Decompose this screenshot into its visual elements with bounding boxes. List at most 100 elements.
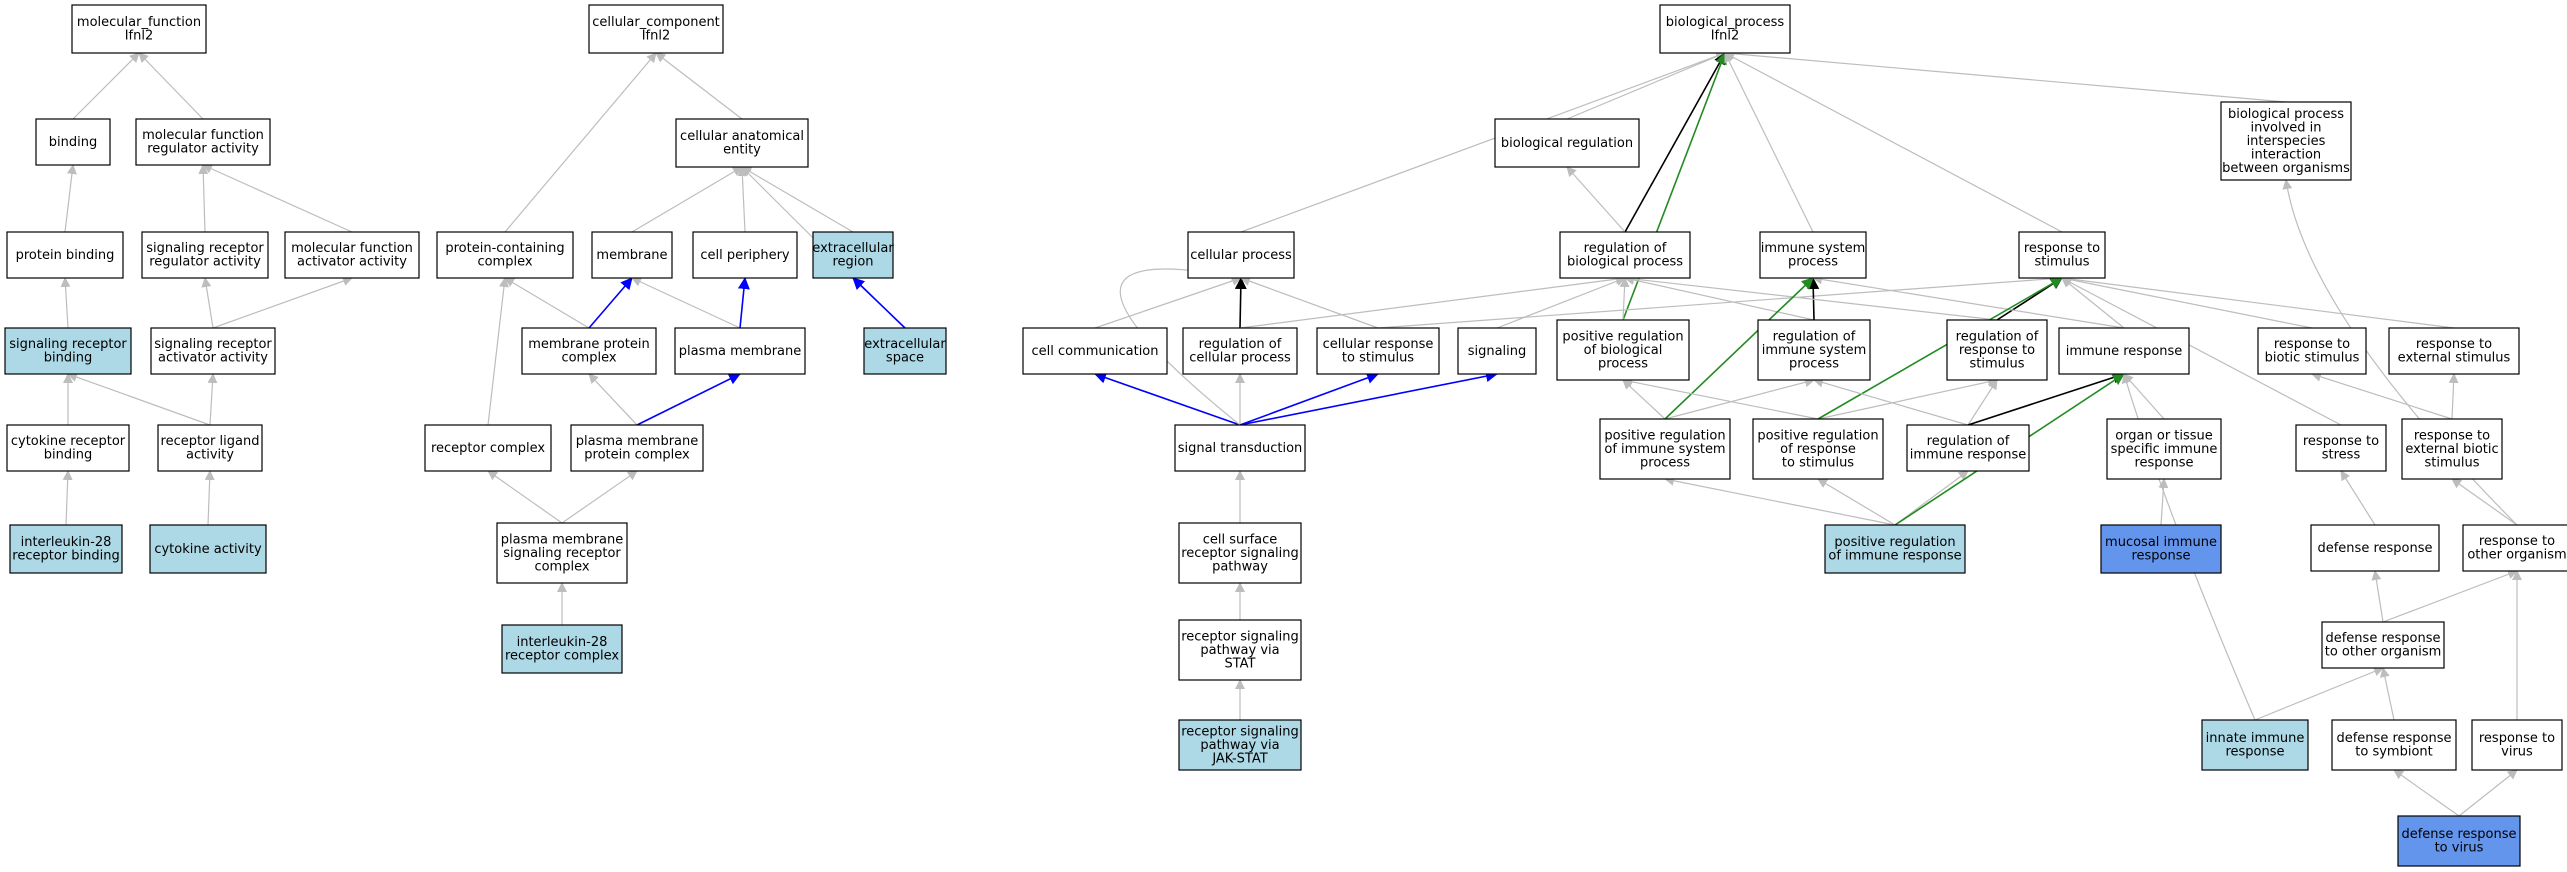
go-node-binding[interactable]: binding [35,118,111,166]
go-node-cellper[interactable]: cell periphery [692,231,798,279]
node-label-line: immune response [2066,344,2183,359]
node-box [2100,524,2222,574]
node-box [2321,621,2445,669]
node-box [2397,815,2521,867]
node-label-line: cell periphery [700,248,790,263]
node-box [157,424,263,472]
node-label-line: JAK-STAT [1211,751,1267,766]
go-node-rc[interactable]: receptor complex [424,424,552,472]
go-node-cellproc[interactable]: cellular process [1187,231,1295,279]
node-label-line: cellular response [1323,337,1434,352]
node-label-line: region [832,255,873,270]
node-label-line: stimulus [2424,455,2479,470]
go-node-bioreg[interactable]: biological regulation [1494,118,1640,168]
go-node-pm[interactable]: plasma membrane [674,327,806,375]
edge-protbind-to-binding [64,164,77,233]
edge-posregrts-to-regrts [1817,377,1998,420]
go-node-sigtrans[interactable]: signal transduction [1174,424,1306,472]
node-label-line: entity [723,143,761,158]
node-label-line: signaling receptor [154,337,272,352]
node-label-line: cellular anatomical [680,129,804,144]
node-label-line: other organism [2467,548,2566,563]
node-label-line: activator activity [158,351,268,366]
node-label-line: organ or tissue [2115,428,2213,443]
node-box [2388,327,2520,375]
edge-sigtrans-to-crs [1239,372,1379,426]
node-label-line: external biotic [2405,442,2498,457]
go-node-signaling[interactable]: signaling [1457,327,1537,375]
go-node-cellcomm[interactable]: cell communication [1022,327,1168,375]
node-box [863,327,947,375]
node-label-line: involved in [2250,120,2321,135]
edge-innate-to-drtoo [2254,666,2384,721]
node-box [1906,424,2030,472]
go-node-membrane[interactable]: membrane [591,231,673,279]
edge-rla-to-sraa [207,373,218,426]
edge-rtstress-to-rts [2061,277,2342,426]
edge-pmsrc-to-pmpc [561,470,638,524]
node-label-line: cellular_component [592,15,720,30]
go-node-immresp[interactable]: immune response [2058,327,2190,375]
go-node-cytact[interactable]: cytokine activity [149,524,267,574]
node-box [1182,327,1298,375]
node-box [501,624,623,674]
go-node-protbind[interactable]: protein binding [6,231,124,279]
node-label-line: to symbiont [2355,745,2432,760]
edge-rtebs-to-rtbs [2311,371,2453,420]
node-label-line: STAT [1224,656,1255,671]
node-label-line: cell communication [1031,344,1158,359]
node-label-line: extracellular [864,337,946,352]
node-label-line: signal transduction [1178,441,1303,456]
go-node-defresp[interactable]: defense response [2310,524,2440,572]
node-box [1752,418,1884,480]
edge-otsir-to-immresp [2123,373,2165,420]
